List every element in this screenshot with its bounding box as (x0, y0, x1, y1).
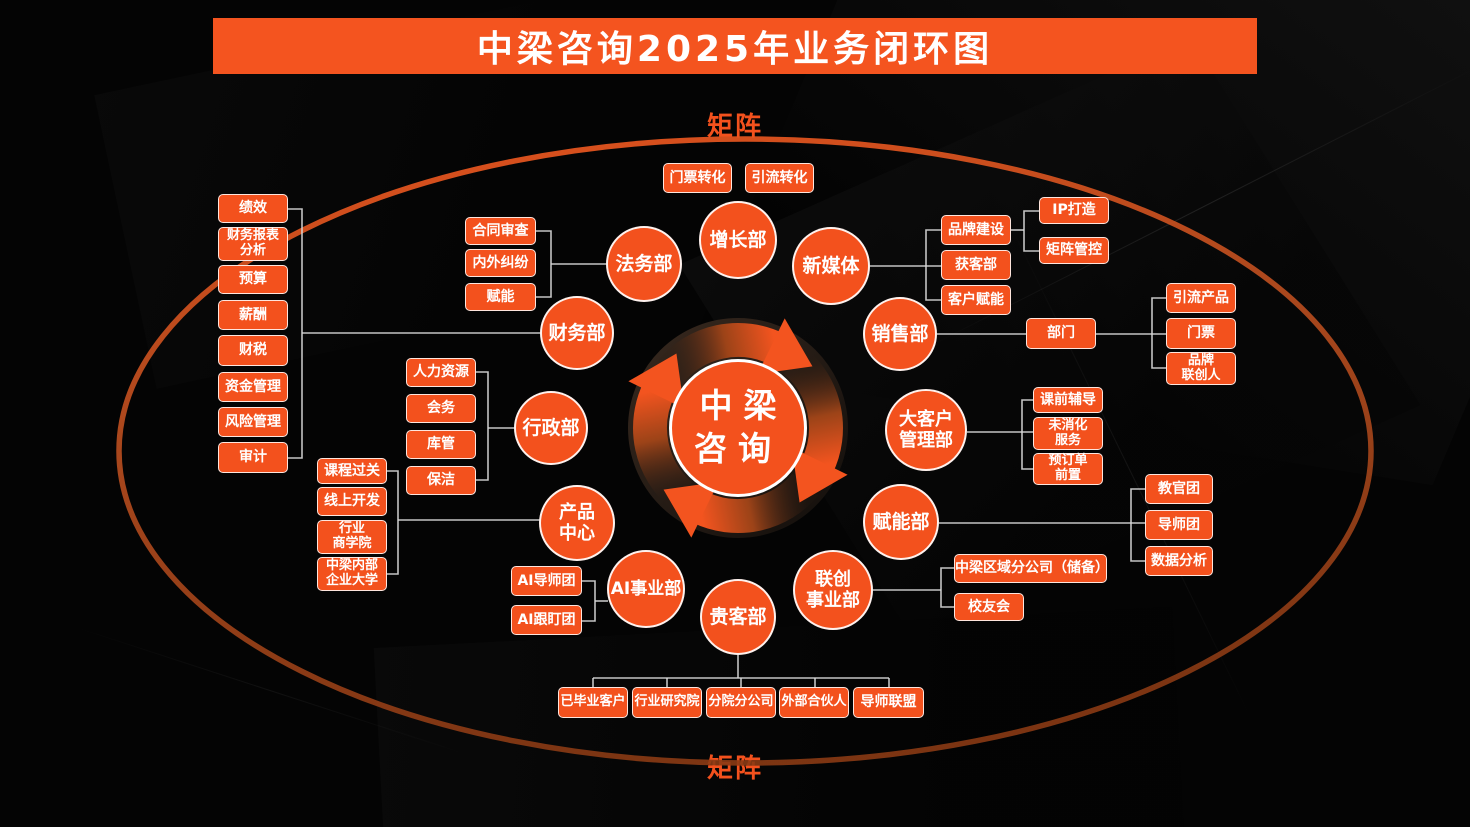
box-preorder-front: 预订单 前置 (1033, 453, 1103, 485)
bracket-newmedia (925, 229, 941, 301)
box-tickets: 门票 (1166, 318, 1236, 349)
bracket-cocreate (940, 567, 954, 608)
box-performance: 绩效 (218, 194, 288, 223)
box-customer-enablement: 客户赋能 (941, 285, 1011, 315)
box-regional-branch-reserve: 中梁区域分公司（储备） (954, 554, 1109, 583)
box-fund-management: 资金管理 (218, 372, 288, 402)
circle-empower-dept: 赋能部 (863, 484, 939, 560)
box-risk-management: 风险管理 (218, 407, 288, 437)
box-brand-cofounder: 品牌 联创人 (1166, 352, 1236, 385)
circle-legal-dept: 法务部 (606, 226, 682, 302)
box-human-resources: 人力资源 (406, 358, 476, 387)
box-course-pass: 课程过关 (317, 458, 387, 484)
circle-key-account-dept: 大客户 管理部 (885, 389, 967, 471)
box-mentor-alliance: 导师联盟 (853, 687, 924, 718)
box-ai-mentor-team: AI导师团 (511, 566, 582, 596)
circle-admin-dept: 行政部 (514, 391, 588, 465)
box-branch-companies: 分院分公司 (706, 687, 776, 718)
bracket-dept (1151, 297, 1166, 369)
box-online-development: 线上开发 (317, 487, 387, 516)
box-external-partners: 外部合伙人 (779, 687, 849, 718)
circle-growth-dept: 增长部 (699, 201, 777, 279)
box-contract-review: 合同审查 (465, 217, 536, 245)
box-undigested-service: 未消化 服务 (1033, 417, 1103, 450)
box-ticket-conversion: 门票转化 (663, 163, 732, 193)
center-node-zhongliang-zixun: 中梁 咨询 (669, 359, 807, 497)
bracket-admin (476, 371, 489, 481)
bracket-legal (536, 230, 552, 298)
box-mentor-team: 导师团 (1145, 510, 1213, 540)
box-enablement: 赋能 (465, 283, 536, 311)
center-node-label: 中梁 咨询 (694, 386, 788, 468)
circle-finance-dept: 财务部 (540, 296, 614, 370)
box-industry-research-institute: 行业研究院 (632, 687, 702, 718)
box-audit: 审计 (218, 442, 288, 473)
box-traffic-products: 引流产品 (1166, 283, 1236, 313)
box-data-analysis: 数据分析 (1145, 546, 1213, 576)
box-salary: 薪酬 (218, 300, 288, 330)
box-ip-creation: IP打造 (1039, 197, 1109, 224)
circle-cocreation-division: 联创 事业部 (793, 550, 873, 630)
box-disputes: 内外纠纷 (465, 249, 536, 277)
matrix-label-bottom: 矩阵 (706, 754, 764, 784)
box-industry-business-school: 行业 商学院 (317, 520, 387, 554)
circle-new-media: 新媒体 (792, 227, 870, 305)
circle-sales-dept: 销售部 (863, 297, 937, 371)
box-budget: 预算 (218, 265, 288, 294)
bracket-brand (1023, 210, 1039, 252)
bracket-keyaccount (1021, 399, 1033, 470)
box-graduated-clients: 已毕业客户 (558, 687, 628, 718)
circle-product-center: 产品 中心 (539, 485, 615, 561)
box-brand-building: 品牌建设 (941, 215, 1011, 245)
circle-vip-dept: 贵客部 (700, 579, 776, 655)
circle-ai-division: AI事业部 (607, 550, 685, 628)
box-conference-affairs: 会务 (406, 394, 476, 423)
box-finance-tax: 财税 (218, 335, 288, 366)
box-instructor-team: 教官团 (1145, 474, 1213, 504)
box-financial-report-analysis: 财务报表 分析 (218, 227, 288, 261)
box-pre-class-tutoring: 课前辅导 (1033, 387, 1103, 413)
box-ai-tracking-team: AI跟盯团 (511, 605, 582, 635)
box-department: 部门 (1026, 318, 1096, 349)
box-alumni-association: 校友会 (954, 593, 1024, 621)
box-matrix-control: 矩阵管控 (1039, 237, 1109, 264)
bracket-empower (1130, 488, 1145, 562)
box-warehouse: 库管 (406, 430, 476, 459)
box-customer-acquisition: 获客部 (941, 250, 1011, 280)
page-title: 中梁咨询2025年业务闭环图 (476, 29, 994, 70)
box-traffic-conversion: 引流转化 (745, 163, 814, 193)
title-banner: 中梁咨询2025年业务闭环图 (213, 18, 1257, 74)
box-internal-university: 中梁内部 企业大学 (317, 557, 387, 591)
bracket-finance-left (288, 208, 303, 459)
bracket-product-left (387, 470, 399, 575)
box-cleaning: 保洁 (406, 466, 476, 495)
